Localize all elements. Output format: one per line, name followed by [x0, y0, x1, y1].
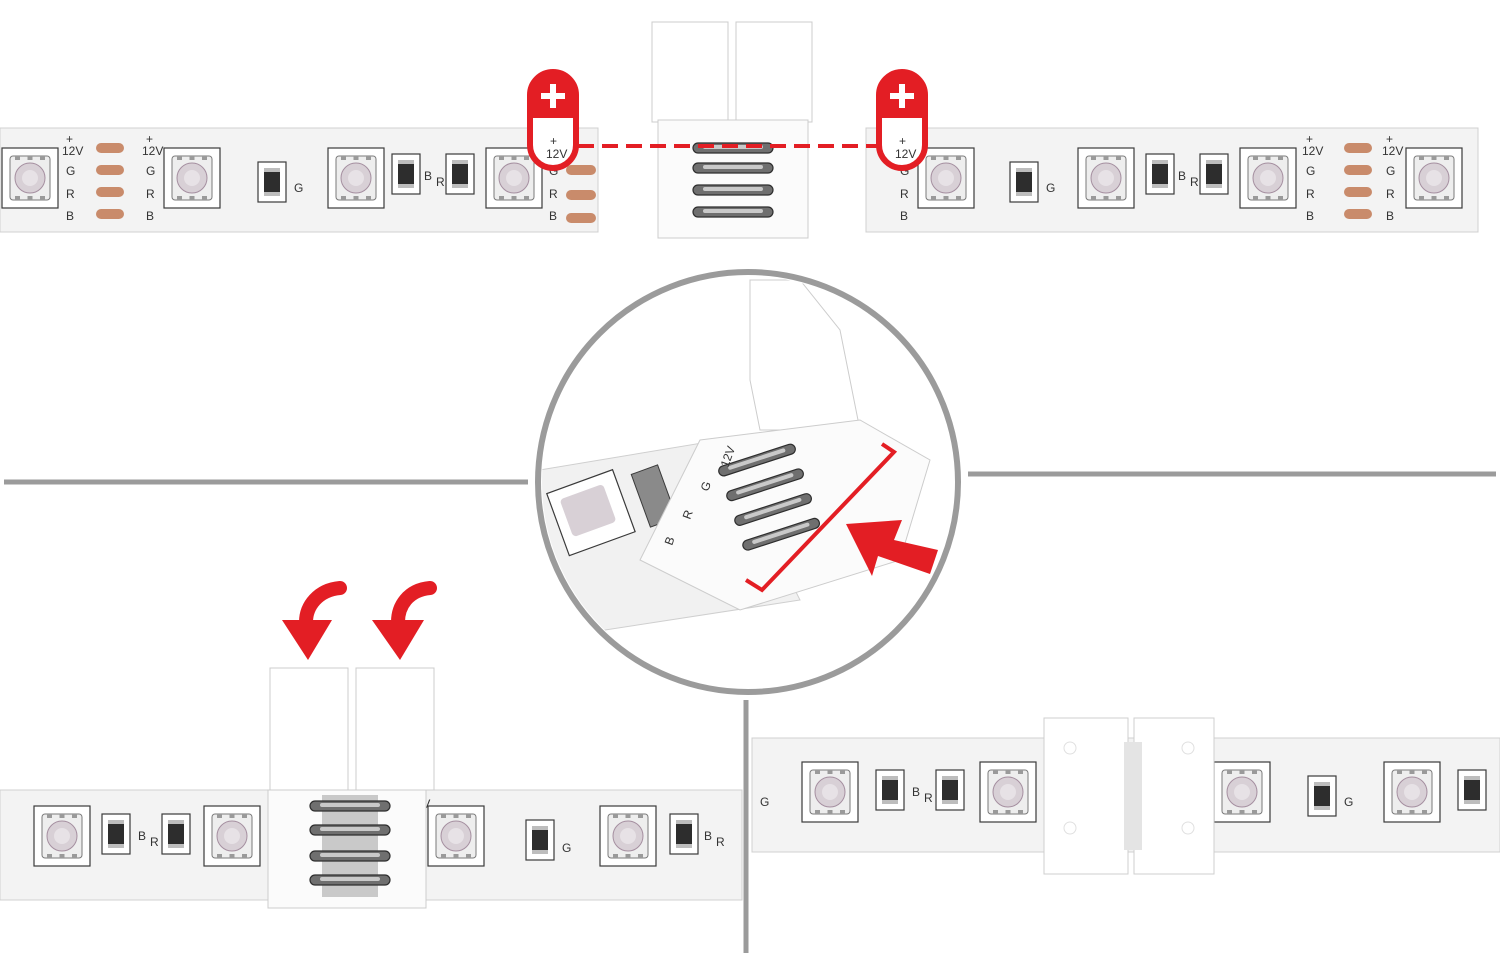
svg-text:B: B: [138, 829, 146, 843]
svg-text:R: R: [1386, 187, 1395, 201]
plus-icon: + 12V: [876, 69, 928, 171]
svg-text:B: B: [549, 209, 557, 223]
svg-text:R: R: [1306, 187, 1315, 201]
bottom-right-closed-connector: [1043, 717, 1215, 875]
svg-text:+: +: [899, 134, 906, 148]
svg-text:B: B: [1386, 209, 1394, 223]
svg-text:12V: 12V: [1382, 144, 1403, 158]
svg-text:R: R: [900, 187, 909, 201]
top-right-led-strip: G R B G B R + 12V G R B + 12V G R B: [865, 127, 1479, 233]
svg-text:G: G: [1306, 164, 1315, 178]
svg-text:B: B: [66, 209, 74, 223]
svg-text:G: G: [900, 164, 909, 178]
svg-text:G: G: [294, 181, 303, 195]
svg-text:B: B: [912, 785, 920, 799]
svg-text:+: +: [550, 134, 557, 148]
svg-text:B: B: [1178, 169, 1186, 183]
svg-text:+: +: [66, 132, 73, 146]
svg-text:12V: 12V: [895, 147, 916, 161]
plus-icon: + 12V: [527, 69, 579, 171]
insertion-bracket: [744, 442, 898, 593]
top-left-led-strip: + 12V G R B + 12V G R B G B R G R B: [0, 127, 599, 233]
svg-text:R: R: [924, 791, 933, 805]
svg-text:G: G: [1386, 164, 1395, 178]
svg-text:G: G: [760, 795, 769, 809]
svg-text:R: R: [146, 187, 155, 201]
svg-text:B: B: [1306, 209, 1314, 223]
svg-text:G: G: [562, 841, 571, 855]
svg-text:G: G: [698, 479, 714, 493]
svg-text:12V: 12V: [1302, 144, 1323, 158]
svg-text:B: B: [424, 169, 432, 183]
svg-text:G: G: [66, 164, 75, 178]
svg-text:+: +: [1386, 132, 1393, 146]
svg-text:R: R: [150, 835, 159, 849]
svg-text:R: R: [716, 835, 725, 849]
svg-text:R: R: [549, 187, 558, 201]
bottom-left-open-connector: [267, 667, 435, 909]
top-open-connector: [651, 21, 813, 239]
svg-text:+: +: [146, 132, 153, 146]
arrow-down-icon: [282, 581, 347, 660]
svg-text:B: B: [704, 829, 712, 843]
svg-text:12V: 12V: [142, 144, 163, 158]
svg-text:G: G: [146, 164, 155, 178]
zoom-detail-circle: 12V G R B: [535, 269, 961, 695]
svg-text:G: G: [1344, 795, 1353, 809]
svg-text:R: R: [436, 175, 445, 189]
svg-text:B: B: [146, 209, 154, 223]
svg-text:G: G: [1046, 181, 1055, 195]
svg-text:12V: 12V: [62, 144, 83, 158]
svg-text:R: R: [66, 187, 75, 201]
svg-text:12V: 12V: [718, 444, 738, 469]
svg-text:R: R: [1190, 175, 1199, 189]
svg-text:G: G: [549, 164, 558, 178]
svg-text:12V: 12V: [546, 147, 567, 161]
arrow-down-icon: [372, 581, 437, 660]
svg-text:+: +: [1306, 132, 1313, 146]
svg-text:B: B: [900, 209, 908, 223]
arrow-right-icon: [846, 520, 938, 576]
